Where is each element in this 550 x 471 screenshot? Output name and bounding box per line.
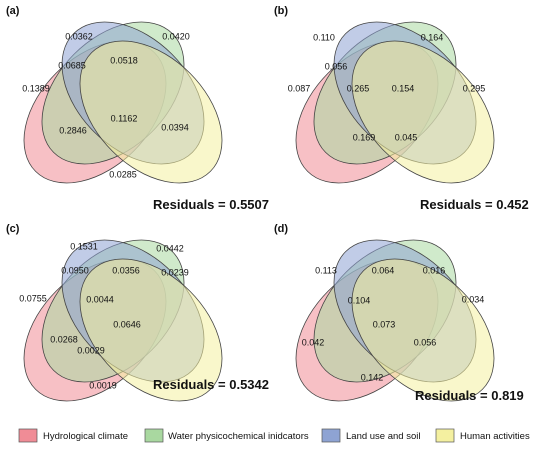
value-water-land: 0.0518	[110, 55, 138, 65]
value-hydro-land-lower: 0.0029	[77, 345, 105, 355]
ellipse-human	[79, 258, 223, 402]
value-hydro-left-lower: 0.042	[302, 337, 325, 347]
panel-d: (d) 0.113 0.064 0.016 0.104 0.073 0.034 …	[274, 223, 524, 403]
value-bottom: 0.0019	[89, 380, 117, 390]
legend-item-hydrological: Hydrological climate	[18, 428, 128, 443]
value-water-only: 0.110	[313, 32, 335, 42]
venn-ellipses	[23, 21, 223, 184]
panel-a: (a) 0.0362 0.0420 0.1389 0.0685 0.0518 0…	[6, 5, 269, 212]
panel-label: (a)	[6, 5, 20, 17]
value-hydro-water-land: 0.104	[348, 295, 371, 305]
value-land-only: 0.164	[421, 32, 444, 42]
legend-swatch	[321, 428, 341, 443]
value-water-land-human: 0.056	[414, 337, 437, 347]
legend-item-water: Water physicochemical inidcators	[144, 428, 309, 443]
value-water-only: 0.1531	[70, 241, 98, 251]
value-water-land-human: 0.0394	[161, 122, 189, 132]
value-water-land: 0.064	[372, 265, 395, 275]
value-center: 0.1162	[111, 113, 138, 123]
value-hydro-water: 0.056	[325, 61, 348, 71]
ellipse-human	[79, 40, 223, 184]
value-land-only: 0.0442	[156, 243, 184, 253]
value-bottom: 0.142	[361, 372, 384, 382]
value-water-land-human: 0.045	[395, 132, 418, 142]
ellipse-human	[351, 40, 495, 184]
value-hydro-water-land: 0.169	[353, 132, 376, 142]
panel-label: (c)	[6, 223, 20, 235]
value-center: 0.073	[373, 319, 396, 329]
value-center: 0.154	[392, 83, 415, 93]
legend-label: Land use and soil	[346, 431, 420, 442]
legend-swatch	[18, 428, 38, 443]
value-water-land: 0.265	[347, 83, 370, 93]
value-hydro-left-lower: 0.0268	[50, 334, 78, 344]
value-hydro-water-land: 0.0044	[86, 294, 114, 304]
legend-label: Water physicochemical inidcators	[168, 431, 309, 442]
value-hydro-water: 0.113	[315, 265, 337, 275]
venn-ellipses	[295, 21, 495, 184]
legend-item-land: Land use and soil	[321, 428, 420, 443]
value-hydrological-only: 0.0755	[19, 293, 47, 303]
legend-swatch	[144, 428, 164, 443]
value-human-only: 0.034	[462, 294, 485, 304]
value-land-human: 0.016	[423, 265, 446, 275]
legend-label: Human activities	[460, 431, 530, 442]
residuals: Residuals = 0.452	[420, 197, 529, 212]
legend-item-human: Human activities	[435, 428, 530, 443]
value-hydrological-only: 0.1389	[22, 83, 50, 93]
panel-label: (b)	[274, 5, 288, 17]
value-water-land: 0.0356	[112, 265, 140, 275]
value-hydro-water: 0.0950	[61, 265, 89, 275]
legend: Hydrological climate Water physicochemic…	[18, 428, 530, 443]
value-hydrological-only: 0.087	[288, 83, 311, 93]
legend-label: Hydrological climate	[43, 431, 128, 442]
value-water-only: 0.0362	[65, 31, 93, 41]
residuals: Residuals = 0.5507	[153, 197, 269, 212]
value-land-only: 0.0420	[162, 31, 190, 41]
legend-swatch	[435, 428, 455, 443]
venn-ellipses	[23, 239, 223, 402]
venn-ellipses	[295, 239, 495, 402]
ellipse-human	[351, 258, 495, 402]
value-human-only: 0.295	[463, 83, 486, 93]
residuals: Residuals = 0.5342	[153, 377, 269, 392]
panel-c: (c) 0.1531 0.0442 0.0755 0.0950 0.0356 0…	[6, 223, 269, 402]
residuals: Residuals = 0.819	[415, 388, 524, 403]
value-bottom: 0.0285	[109, 169, 137, 179]
value-hydro-water-land: 0.2846	[59, 125, 87, 135]
panel-b: (b) 0.110 0.164 0.087 0.056 0.265 0.154 …	[274, 5, 529, 212]
panel-label: (d)	[274, 223, 288, 235]
value-land-human: 0.0239	[161, 267, 189, 277]
value-hydro-water: 0.0685	[58, 60, 86, 70]
value-center: 0.0646	[113, 319, 141, 329]
